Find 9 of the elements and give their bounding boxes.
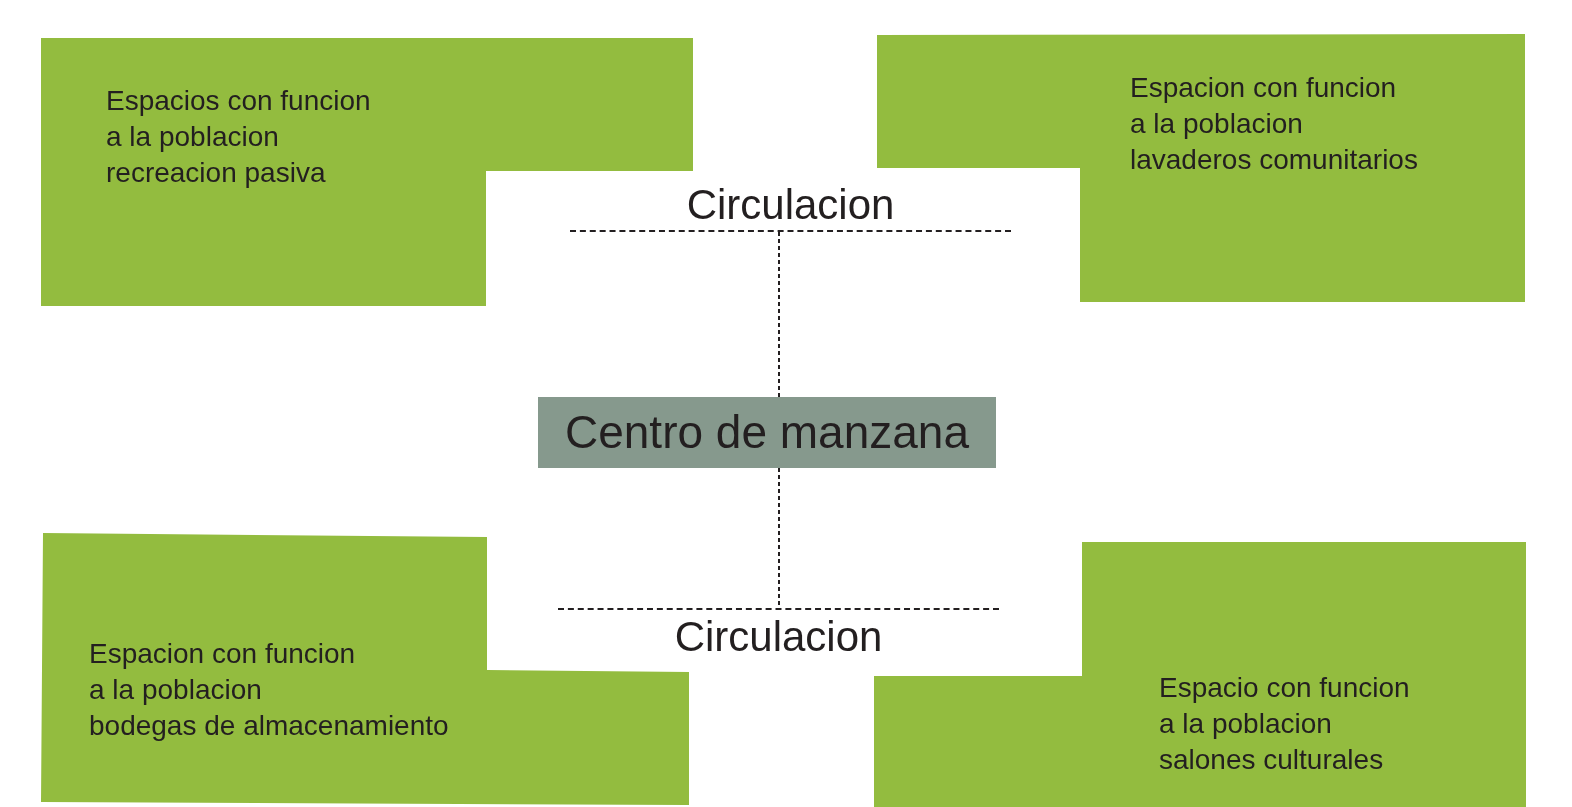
circulation-label: Circulacion [674,612,883,663]
center-label: Centro de manzana [565,405,969,461]
circulation-label: Circulacion [686,180,895,230]
space-description: Espacion con funcion a la poblacion bodegas de almacenamiento [89,637,449,743]
space-description: Espacion con funcion a la poblacion lavaderos comunitarios [1130,71,1418,177]
center-box [538,397,996,468]
space-description: Espacio con funcion a la poblacion salones culturales [1159,671,1410,777]
dotted-connector [778,231,780,398]
space-description: Espacios con funcion a la poblacion recreacion pasiva [106,84,371,190]
